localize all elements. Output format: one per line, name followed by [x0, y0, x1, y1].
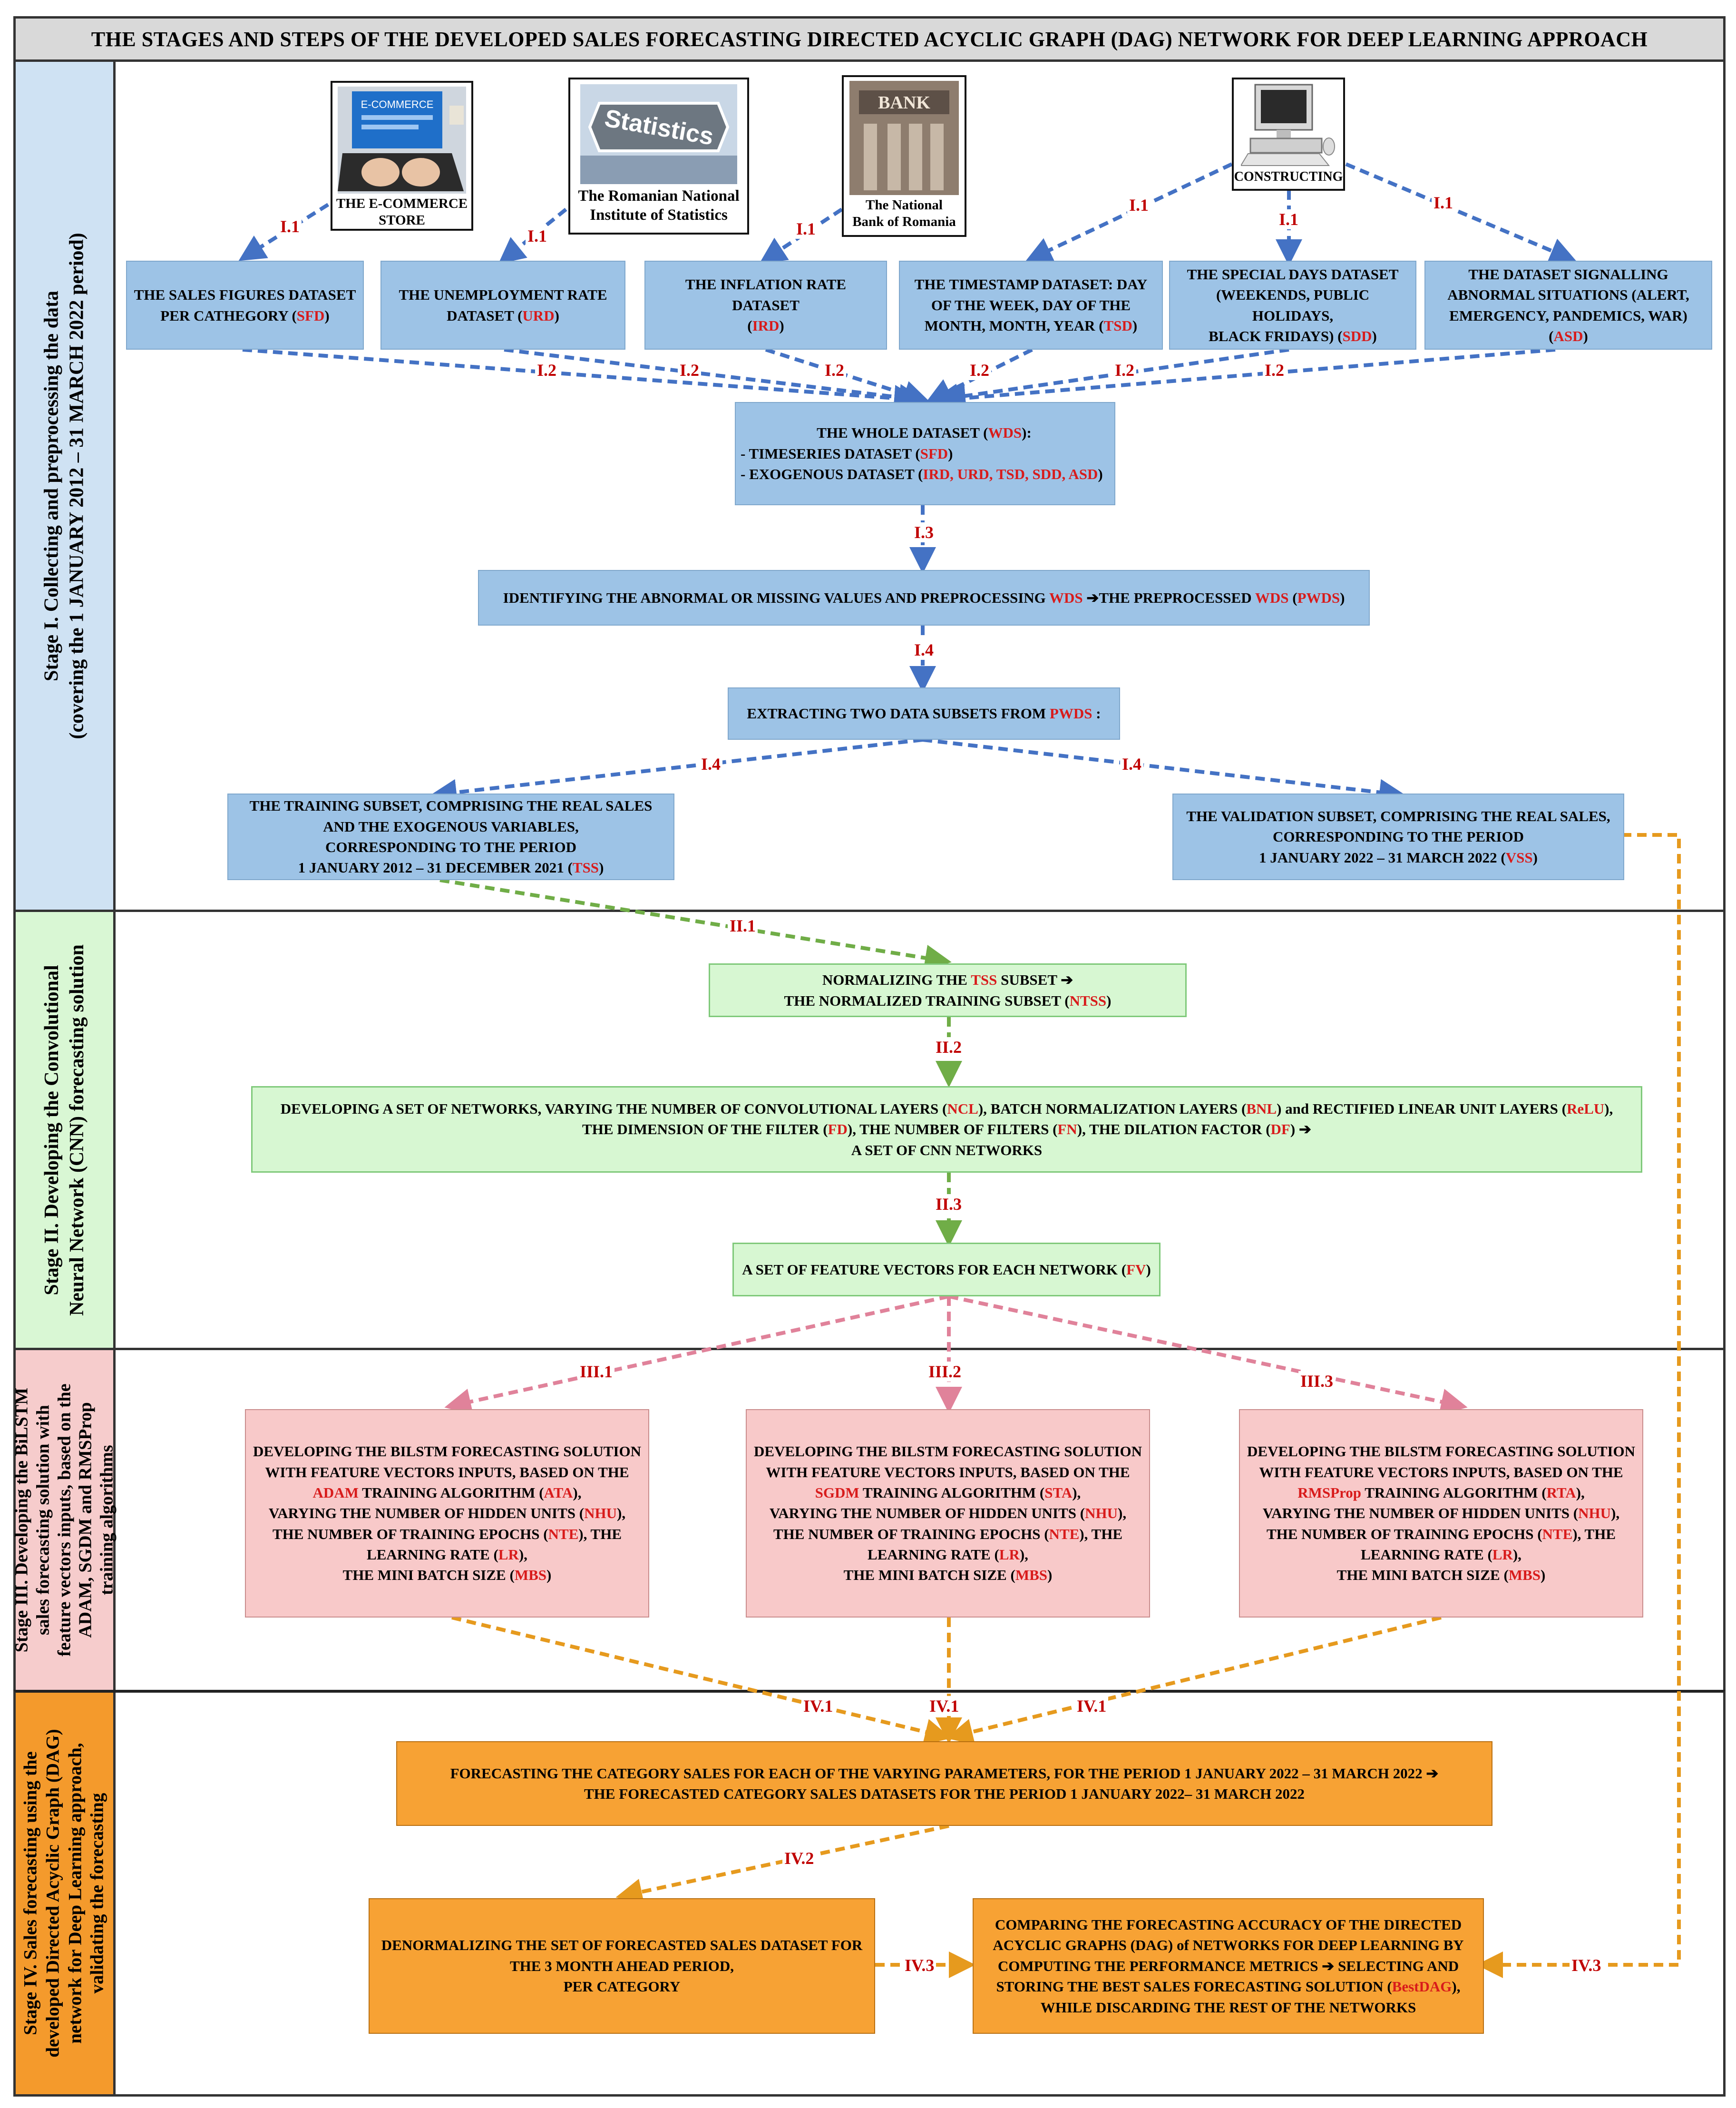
bilstm-rmsprop-box: DEVELOPING THE BILSTM FORECASTING SOLUTI… [1239, 1409, 1643, 1618]
step-label-i2-d: I.2 [968, 360, 992, 380]
step-label-iii1: III.1 [578, 1362, 615, 1382]
ins-caption-line1: The Romanian National [578, 187, 740, 205]
arrow-i2-sfd [242, 348, 921, 412]
step-label-i2-c: I.2 [823, 360, 847, 380]
arrow-iv1-adam [451, 1616, 952, 1745]
bank-building-icon: BANK [849, 81, 959, 195]
step-label-i4-left: I.4 [699, 754, 723, 774]
step-label-i2-a: I.2 [535, 360, 559, 380]
forecast-box: FORECASTING THE CATEGORY SALES FOR EACH … [396, 1741, 1492, 1826]
step-label-i3: I.3 [912, 522, 936, 542]
step-label-ii2: II.2 [934, 1037, 964, 1057]
whole-dataset-box: THE WHOLE DATASET (WDS): - TIMESERIES DA… [735, 402, 1115, 505]
step-label-i1-a: I.1 [278, 216, 302, 236]
step-label-iv1-a: IV.1 [801, 1696, 835, 1716]
step-label-i1-e: I.1 [1277, 209, 1301, 229]
step-label-ii3: II.3 [934, 1194, 964, 1214]
arrow-i4-validation [922, 738, 1406, 806]
dataset-ird: THE INFLATION RATE DATASET(IRD) [644, 261, 887, 350]
compare-box: COMPARING THE FORECASTING ACCURACY OF TH… [973, 1898, 1484, 2034]
stage-4-frame [13, 1690, 1726, 2097]
step-label-i1-f: I.1 [1432, 193, 1455, 213]
step-label-i2-e: I.2 [1113, 360, 1137, 380]
laptop-typing-icon: E-COMMERCE [338, 87, 466, 194]
ins-caption-line2: Institute of Statistics [590, 206, 728, 224]
step-label-iv1-c: IV.1 [1075, 1696, 1109, 1716]
bilstm-adam-box: DEVELOPING THE BILSTM FORECASTING SOLUTI… [245, 1409, 649, 1618]
arrow-iv3-validation [1476, 833, 1681, 1978]
step-label-iii3: III.3 [1298, 1371, 1336, 1391]
step-label-iv1-b: IV.1 [927, 1696, 961, 1716]
computer-icon [1241, 84, 1335, 166]
normalize-box: NORMALIZING THE TSS SUBSET ➔THE NORMALIZ… [709, 963, 1187, 1017]
cnn-networks-box: DEVELOPING A SET OF NETWORKS, VARYING TH… [251, 1086, 1642, 1173]
feature-vectors-box: A SET OF FEATURE VECTORS FOR EACH NETWOR… [732, 1243, 1161, 1296]
preprocess-box: IDENTIFYING THE ABNORMAL OR MISSING VALU… [478, 570, 1370, 626]
arrow-i2-urd [504, 348, 926, 411]
step-label-i1-d: I.1 [1127, 195, 1151, 215]
ecommerce-caption-line1: THE E-COMMERCE [336, 196, 468, 212]
stage-1-label: Stage I. Collecting and preprocessing th… [16, 62, 116, 910]
step-label-i4-right: I.4 [1120, 754, 1144, 774]
diagram-title: THE STAGES AND STEPS OF THE DEVELOPED SA… [13, 16, 1726, 62]
arrow-i1-asd [1345, 162, 1577, 264]
step-label-i2-b: I.2 [678, 360, 702, 380]
bnr-caption-line1: The National [866, 197, 943, 213]
statistics-sign-icon: Statistics [580, 84, 737, 184]
extract-box: EXTRACTING TWO DATA SUBSETS FROM PWDS : [728, 687, 1120, 740]
arrow-iv2 [615, 1824, 949, 1905]
arrow-i2-asd [939, 348, 1556, 412]
denormalize-box: DENORMALIZING THE SET OF FORECASTED SALE… [369, 1898, 875, 2034]
dataset-sdd: THE SPECIAL DAYS DATASET(WEEKENDS, PUBLI… [1169, 261, 1416, 350]
bank-sign-text: BANK [878, 93, 930, 113]
step-label-ii1: II.1 [728, 916, 758, 936]
arrow-i4-training [430, 738, 923, 806]
step-label-i1-b: I.1 [526, 226, 549, 246]
step-label-i4: I.4 [912, 640, 936, 660]
step-label-i2-f: I.2 [1263, 360, 1287, 380]
step-label-iv3-a: IV.3 [903, 1955, 936, 1975]
ecommerce-caption-line2: STORE [379, 213, 425, 228]
step-label-i1-c: I.1 [794, 219, 818, 239]
training-subset-box: THE TRAINING SUBSET, COMPRISING THE REAL… [227, 794, 674, 880]
constructing-caption: CONSTRUCTING [1234, 169, 1343, 184]
arrow-iii3 [948, 1294, 1468, 1415]
source-constructing: CONSTRUCTING [1232, 78, 1345, 191]
bilstm-sgdm-box: DEVELOPING THE BILSTM FORECASTING SOLUTI… [746, 1409, 1150, 1618]
ecommerce-screen-text: E-COMMERCE [361, 98, 434, 110]
validation-subset-box: THE VALIDATION SUBSET, COMPRISING THE RE… [1172, 794, 1624, 880]
step-label-iii2: III.2 [927, 1362, 964, 1382]
arrow-iv1-rmsprop [946, 1616, 1442, 1745]
step-label-iv3-b: IV.3 [1570, 1955, 1603, 1975]
arrow-iii1 [444, 1294, 949, 1415]
arrow-ii1 [439, 878, 952, 971]
bnr-caption-line2: Bank of Romania [852, 214, 956, 229]
step-label-iv2: IV.2 [782, 1848, 816, 1868]
